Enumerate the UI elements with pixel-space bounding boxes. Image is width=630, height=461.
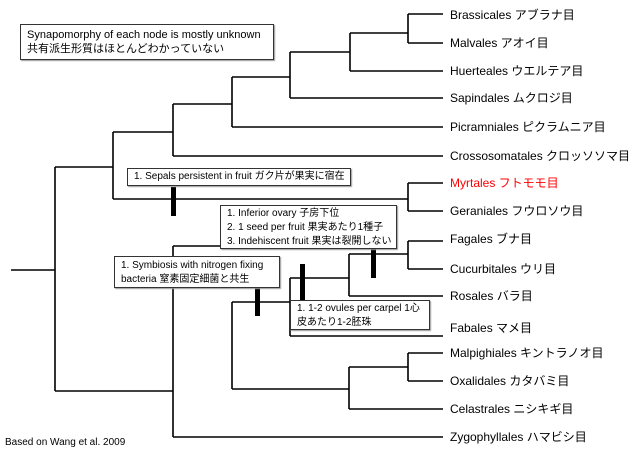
note-general: Synapomorphy of each node is mostly unkn… — [20, 24, 274, 60]
brass-clade — [350, 13, 443, 44]
nfix-clade — [173, 245, 443, 389]
leaf-oxalidales: Oxalidales カタバミ目 — [450, 374, 570, 388]
leaf-myrtales: Myrtales フトモモ目 — [450, 176, 559, 190]
leaf-cucurbitales: Cucurbitales ウリ目 — [450, 262, 557, 276]
source-caption: Based on Wang et al. 2009 — [5, 437, 126, 448]
note-text: 共有派生形質はほとんどわかっていない — [27, 43, 225, 55]
note-fagales: 1. Inferior ovary 子房下位 2. 1 seed per fru… — [220, 205, 397, 249]
note-nitrogen: 1. Symbiosis with nitrogen fixing bacter… — [114, 256, 280, 288]
note-text: bacteria 窒素固定細菌と共生 — [121, 274, 250, 285]
leaf-malpighiales: Malpighiales キントラノオ目 — [450, 346, 604, 360]
huert-clade — [290, 33, 443, 72]
leaf-crossosomatales: Crossosomatales クロッソソマ目 — [450, 149, 630, 163]
synapomorphy-bar-nitrogen — [255, 288, 260, 316]
synapomorphy-bar-ovules — [300, 264, 305, 300]
note-text: Synapomorphy of each node is mostly unkn… — [27, 29, 261, 41]
sapind-clade — [232, 52, 443, 99]
leaf-geraniales: Geraniales フウロソウ目 — [450, 204, 584, 218]
leaf-picramniales: Picramniales ピクラムニア目 — [450, 120, 606, 134]
leaf-celastrales: Celastrales ニシキギ目 — [450, 402, 574, 416]
note-text: 1. Inferior ovary 子房下位 — [227, 208, 340, 219]
note-sepals: 1. Sepals persistent in fruit ガク片が果実に宿在 — [127, 168, 351, 186]
root-stem — [11, 167, 56, 391]
note-text: 1. 1-2 ovules per carpel 1心 — [297, 303, 420, 314]
leaf-malvales: Malvales アオイ目 — [450, 36, 549, 50]
leaf-rosales: Rosales バラ目 — [450, 289, 533, 303]
synapomorphy-bar-sepals — [171, 187, 176, 216]
rosales-clade — [290, 240, 443, 297]
note-text: 3. Indehiscent fruit 果実は裂開しない — [227, 236, 392, 247]
leaf-fagales: Fagales ブナ目 — [450, 232, 533, 246]
leaf-fabales: Fabales マメ目 — [450, 321, 533, 335]
crosso-clade — [113, 104, 443, 157]
note-text: 1. Sepals persistent in fruit ガク片が果実に宿在 — [134, 171, 345, 182]
synapomorphy-bar-fagales — [371, 240, 376, 278]
note-ovules: 1. 1-2 ovules per carpel 1心 皮あたり1-2胚珠 — [290, 300, 430, 330]
note-text: 2. 1 seed per fruit 果実あたり1種子 — [227, 222, 384, 233]
leaf-brassicales: Brassicales アブラナ目 — [450, 8, 575, 22]
leaf-zygophyllales: Zygophyllales ハマビシ目 — [450, 430, 587, 444]
leaf-huerteales: Huerteales ウエルテア目 — [450, 64, 584, 78]
picram-clade — [173, 77, 443, 128]
upper-clade — [55, 132, 443, 212]
leaf-sapindales: Sapindales ムクロジ目 — [450, 91, 573, 105]
malpig-clade — [232, 352, 443, 410]
note-text: 1. Symbiosis with nitrogen fixing — [121, 260, 264, 271]
note-text: 皮あたり1-2胚珠 — [297, 317, 372, 328]
